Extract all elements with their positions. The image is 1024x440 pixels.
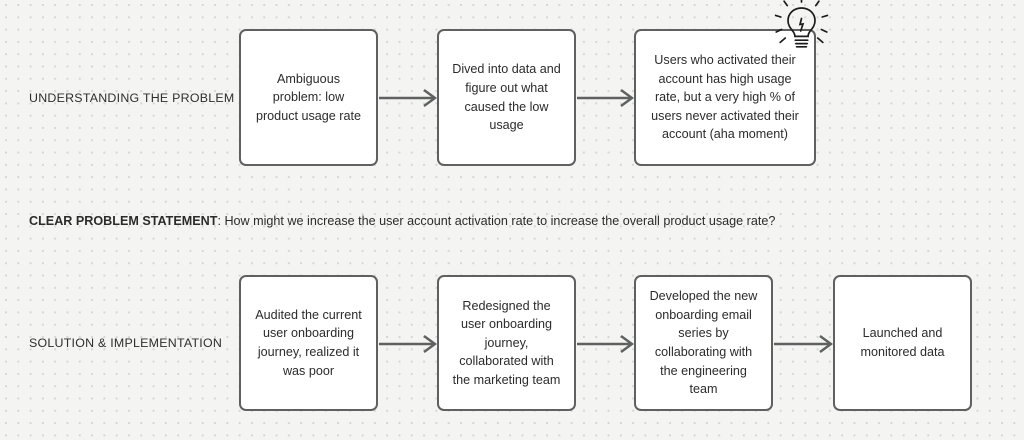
flow-node-ambiguous-problem[interactable]: Ambiguous problem: low product usage rat… <box>239 29 378 166</box>
flow-node-text: Developed the new onboarding email serie… <box>649 289 758 397</box>
flow-node-text: Redesigned the user onboarding journey, … <box>452 298 561 387</box>
flow-node-launched-and-monitored[interactable]: Launched and monitored data <box>833 275 972 411</box>
flow-node-text: Dived into data and figure out what caus… <box>452 62 561 133</box>
clear-problem-statement: CLEAR PROBLEM STATEMENT: How might we in… <box>29 214 775 230</box>
problem-statement-separator: : <box>217 214 225 228</box>
lightbulb-icon <box>765 0 837 58</box>
flow-node-dived-into-data[interactable]: Dived into data and figure out what caus… <box>437 29 576 166</box>
row-label-solution-and-implementation: SOLUTION & IMPLEMENTATION <box>29 336 223 350</box>
arrow-problem-to-analysis <box>379 87 438 109</box>
flow-node-developed-email-series[interactable]: Developed the new onboarding email serie… <box>634 275 773 411</box>
row-label-understanding-the-problem: UNDERSTANDING THE PROBLEM <box>29 91 235 105</box>
flow-node-text: Ambiguous problem: low product usage rat… <box>255 71 362 123</box>
flow-node-redesigned-onboarding-journey[interactable]: Redesigned the user onboarding journey, … <box>437 275 576 411</box>
flow-node-text: Users who activated their account has hi… <box>651 53 799 142</box>
problem-statement-label: CLEAR PROBLEM STATEMENT <box>29 214 218 228</box>
flow-node-aha-moment-insight[interactable]: Users who activated their account has hi… <box>634 29 816 166</box>
flow-node-text: Launched and monitored data <box>860 326 945 359</box>
problem-statement-text: How might we increase the user account a… <box>224 214 776 228</box>
arrow-analysis-to-insight <box>577 87 635 109</box>
arrow-audit-to-redesign <box>379 333 438 355</box>
arrow-email-series-to-launch <box>774 333 834 355</box>
arrow-redesign-to-email-series <box>577 333 635 355</box>
flow-node-text: Audited the current user onboarding jour… <box>255 307 362 378</box>
flow-node-audited-onboarding-journey[interactable]: Audited the current user onboarding jour… <box>239 275 378 411</box>
